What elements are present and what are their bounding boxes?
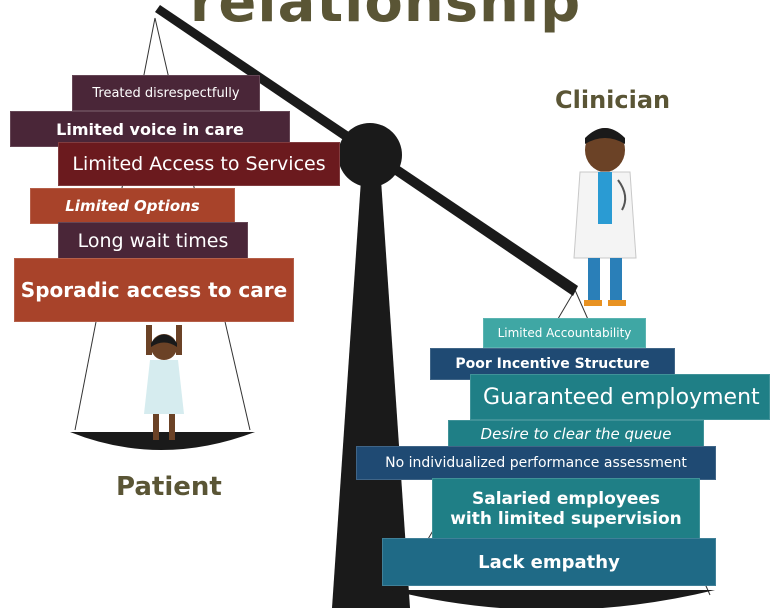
patient-label: Patient: [116, 472, 222, 502]
scale-post: [332, 165, 410, 608]
clinician-factor: Guaranteed employment: [470, 374, 770, 420]
left-pan: [70, 432, 255, 450]
clinician-factor: Desire to clear the queue: [448, 420, 704, 448]
clinician-factor: Salaried employees: [471, 489, 661, 509]
patient-factor: Long wait times: [58, 222, 248, 260]
right-pan: [390, 590, 715, 608]
patient-factor: Sporadic access to care: [14, 258, 294, 322]
clinician-factor-block: Salaried employees with limited supervis…: [432, 478, 700, 540]
clinician-factor: with limited supervision: [450, 509, 682, 529]
diagram-title: relationship: [189, 0, 582, 35]
patient-factor: Limited Options: [30, 188, 235, 224]
clinician-factor: No individualized performance assessment: [356, 446, 716, 480]
patient-factor: Limited voice in care: [10, 111, 290, 147]
scale-pivot: [338, 123, 402, 187]
patient-figure: [144, 325, 184, 440]
clinician-label: Clinician: [555, 86, 671, 114]
clinician-figure: [573, 128, 637, 306]
patient-factor: Treated disrespectfully: [72, 75, 260, 111]
patient-factor: Limited Access to Services: [58, 142, 340, 186]
clinician-factor: Limited Accountability: [483, 318, 646, 348]
clinician-factor: Lack empathy: [382, 538, 716, 586]
